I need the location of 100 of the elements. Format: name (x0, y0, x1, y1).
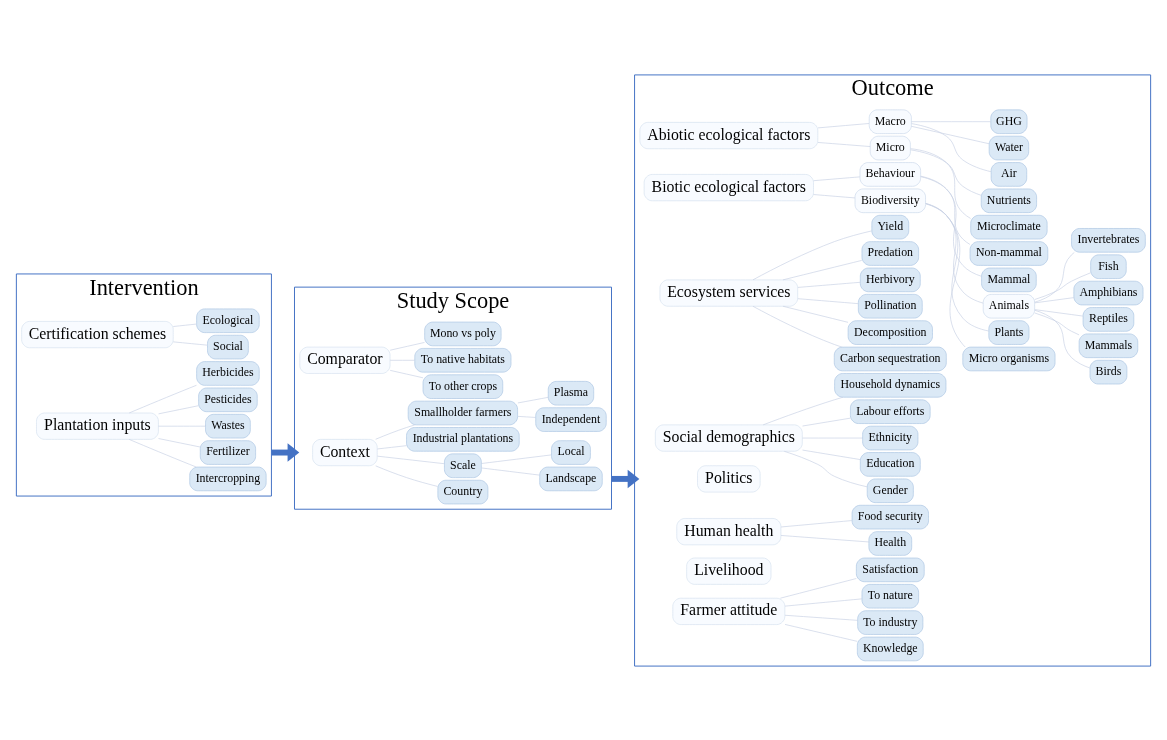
node-box: Biodiversity (854, 188, 926, 213)
connector (481, 454, 552, 464)
node-box: Livelihood (686, 557, 772, 585)
connector (128, 438, 197, 467)
node-box: Ecosystem services (659, 279, 799, 307)
connector (752, 305, 843, 347)
connector (1034, 312, 1080, 335)
node-box: Herbivory (859, 267, 921, 292)
node-box: Behaviour (859, 161, 921, 187)
node-box: Food security (851, 504, 929, 529)
connector (911, 122, 992, 172)
connector (377, 444, 407, 449)
node-box: Amphibians (1073, 280, 1144, 305)
connector (920, 175, 982, 277)
node-box: Plasma (547, 380, 595, 405)
node-box: Plants (988, 319, 1030, 345)
node-box: Air (990, 161, 1028, 187)
connector (1034, 308, 1084, 316)
node-box: GHG (990, 109, 1028, 134)
node-box: Pesticides (198, 387, 258, 412)
node-box: Country (437, 479, 489, 504)
node-box: Herbicides (196, 360, 260, 386)
connector (128, 384, 197, 413)
connector (389, 341, 425, 351)
node-box: Fish (1090, 254, 1127, 279)
node-box: Nutrients (980, 188, 1037, 213)
connector (1034, 251, 1075, 303)
node-box: Ecological (196, 308, 260, 333)
connector (158, 437, 201, 447)
connector (817, 141, 871, 147)
node-box: Mono vs poly (424, 321, 502, 346)
node-box: Wastes (205, 413, 251, 438)
node-box: Reptiles (1082, 306, 1135, 332)
connector (802, 449, 861, 460)
node-box: Water (988, 135, 1030, 160)
node-box: To industry (857, 609, 924, 635)
node-box: Biotic ecological factors (643, 173, 814, 201)
node-box: Micro (869, 135, 911, 160)
node-box: Farmer attitude (672, 597, 786, 625)
connector (802, 417, 851, 426)
node-box: Household dynamics (834, 372, 947, 397)
node-box: Micro organisms (962, 346, 1056, 371)
node-box: Pollination (858, 293, 923, 318)
connector (517, 415, 536, 418)
node-box: Animals (982, 293, 1035, 318)
node-box: Abiotic ecological factors (639, 121, 819, 149)
connector (920, 175, 971, 245)
node-box: Mammal (981, 267, 1037, 292)
node-box: Gender (866, 478, 914, 503)
node-box: Scale (444, 453, 482, 478)
node-box: Certification schemes (21, 320, 174, 348)
node-box: Context (312, 438, 378, 466)
node-box: Non-mammal (969, 240, 1049, 266)
connector (780, 519, 853, 527)
connector (481, 467, 540, 475)
connector (1034, 272, 1091, 300)
connector (925, 202, 989, 331)
node-box: To nature (861, 583, 919, 608)
node-box: Local (551, 439, 591, 465)
node-box: Labour efforts (850, 399, 931, 424)
connector (375, 465, 438, 487)
connector (780, 577, 857, 599)
connector (797, 297, 859, 304)
connector (910, 149, 982, 196)
node-box: Mammals (1078, 333, 1139, 358)
node-box: Industrial plantations (406, 426, 520, 452)
node-box: Politics (697, 464, 761, 492)
node-box: Satisfaction (856, 557, 925, 582)
node-box: Macro (868, 109, 912, 134)
node-box: Fertilizer (199, 439, 256, 465)
connector (784, 598, 863, 606)
connector (783, 450, 868, 487)
connector (911, 125, 990, 144)
node-box: Social demographics (655, 424, 803, 452)
connector (782, 305, 849, 323)
connector (762, 396, 844, 425)
connector (752, 230, 872, 280)
node-box: Birds (1089, 359, 1128, 384)
node-box: Yield (871, 214, 910, 239)
node-box: Carbon sequestration (833, 346, 947, 371)
node-box: Social (207, 334, 249, 359)
node-box: Independent (535, 406, 607, 432)
node-box: Intercropping (189, 466, 267, 491)
node-box: Comparator (299, 346, 391, 374)
connector (797, 281, 861, 288)
connector (517, 396, 549, 403)
node-box: Microclimate (970, 214, 1048, 239)
connector (1034, 296, 1075, 303)
connector (389, 369, 424, 378)
node-box: Decomposition (847, 319, 933, 345)
node-box: Human health (676, 517, 782, 545)
connector (172, 323, 197, 327)
connector (813, 193, 856, 198)
connector (784, 623, 858, 642)
arrow (611, 469, 640, 488)
node-box: Education (859, 451, 921, 477)
connector (817, 122, 870, 128)
connector (375, 424, 416, 440)
node-box: Predation (861, 240, 919, 266)
node-box: Invertebrates (1071, 227, 1146, 253)
